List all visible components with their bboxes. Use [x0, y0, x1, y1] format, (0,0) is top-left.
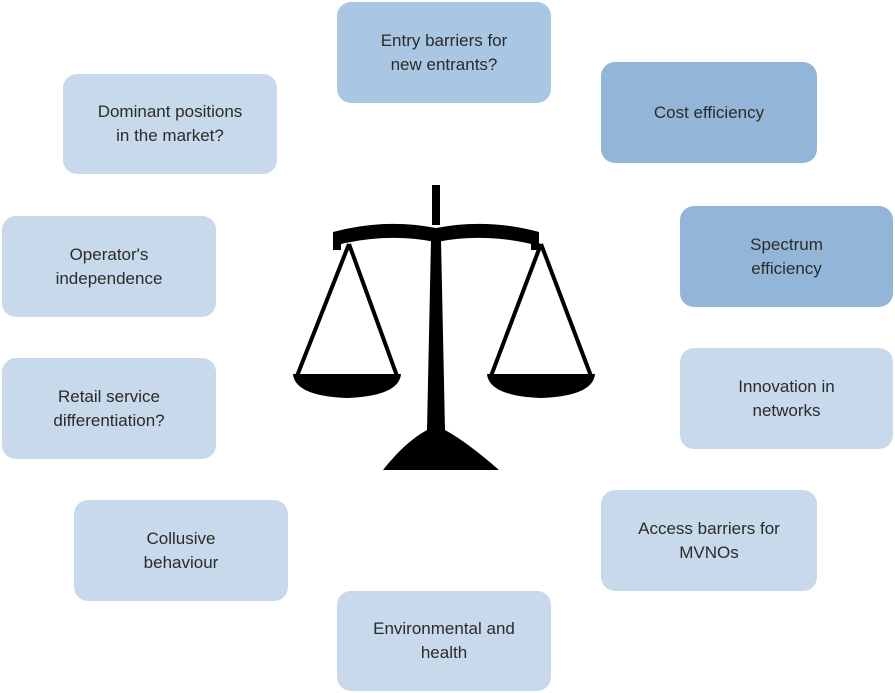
innovation-networks-line2: networks: [752, 400, 821, 420]
entry-barriers-line1: Entry barriers for: [380, 30, 508, 50]
retail-differentiation-line2: differentiation?: [53, 410, 165, 430]
innovation-networks-line1: Innovation in: [738, 376, 835, 396]
access-barriers-line1: Access barriers for: [638, 518, 780, 538]
collusive-behaviour-line2: behaviour: [143, 552, 219, 572]
spectrum-efficiency-line1: Spectrum: [750, 234, 823, 254]
operator-independence-box: Operator's independence: [2, 216, 216, 317]
entry-barriers-box: Entry barriers for new entrants?: [337, 2, 551, 103]
collusive-behaviour-line1: Collusive: [146, 528, 216, 548]
dominant-positions-line1: Dominant positions: [97, 102, 243, 121]
cost-efficiency-box: Cost efficiency: [601, 62, 817, 163]
dominant-positions-box: Dominant positions in the market?: [63, 74, 277, 174]
spectrum-efficiency-box: Spectrum efficiency: [680, 206, 893, 307]
cost-efficiency-line1: Cost efficiency: [653, 102, 765, 122]
operator-independence-line1: Operator's: [69, 244, 149, 264]
environmental-health-line1: Environmental and: [373, 619, 515, 638]
dominant-positions-line2: in the market?: [116, 126, 224, 145]
access-barriers-box: Access barriers for MVNOs: [601, 490, 817, 591]
operator-independence-line2: independence: [55, 268, 163, 288]
retail-differentiation-line1: Retail service: [57, 386, 161, 406]
innovation-networks-box: Innovation in networks: [680, 348, 893, 449]
entry-barriers-line2: new entrants?: [390, 54, 498, 74]
retail-differentiation-box: Retail service differentiation?: [2, 358, 216, 459]
environmental-health-line2: health: [420, 643, 468, 662]
balance-scale-icon: [293, 185, 595, 470]
collusive-behaviour-box: Collusive behaviour: [74, 500, 288, 601]
access-barriers-line2: MVNOs: [679, 542, 739, 562]
spectrum-efficiency-line2: efficiency: [751, 258, 822, 278]
environmental-health-box: Environmental and health: [337, 591, 551, 691]
